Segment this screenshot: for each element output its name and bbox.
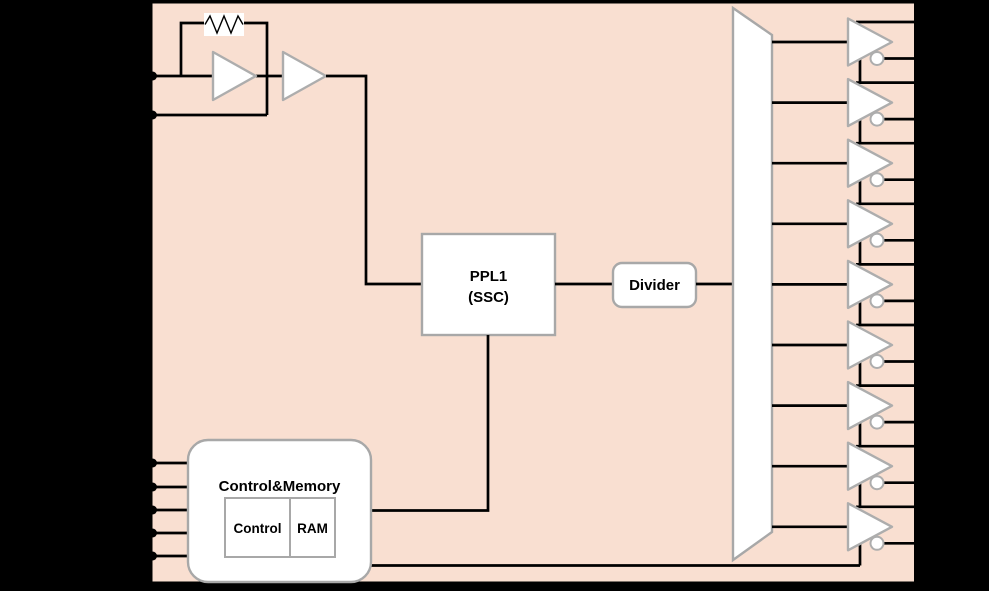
inverter-bubble-icon: [869, 475, 885, 491]
feedback-resistor-icon: [204, 14, 244, 35]
xin-pin-dot: [148, 71, 157, 81]
output-buffer-3: [772, 138, 918, 204]
buffer-triangle-icon: [846, 77, 894, 128]
oscillator-amp-icon: [211, 50, 258, 102]
inverter-bubble-icon: [869, 51, 885, 66]
buffer-triangle-icon: [846, 17, 894, 67]
divider-block: Divider: [611, 261, 698, 309]
buffer-triangle-icon: [846, 259, 894, 310]
pll-block: PPL1 (SSC): [420, 232, 557, 337]
buffer-triangle-icon: [846, 441, 894, 491]
inverter-bubble-icon: [869, 172, 885, 188]
inverter-bubble-icon: [869, 293, 885, 309]
output-buffer-6: [772, 320, 918, 386]
wire-pll-to-control: [371, 335, 490, 512]
buffer-triangle-icon: [846, 199, 894, 249]
buffer-triangle-icon: [846, 502, 894, 552]
output-buffer-4: [772, 199, 918, 265]
pll-label-line2: (SSC): [468, 289, 509, 306]
control-pin-dot: [148, 528, 157, 538]
control-pin-dot: [148, 458, 157, 468]
inverter-bubble-icon: [869, 535, 885, 551]
output-buffer-1: [772, 17, 918, 83]
crystal-oscillator: [148, 13, 328, 120]
output-buffer-9: [772, 502, 918, 566]
inverter-bubble-icon: [869, 354, 885, 369]
control-pin-dot: [148, 551, 157, 561]
clock-distribution-mux: [731, 5, 774, 563]
wire-osc-to-pll: [326, 74, 422, 286]
buffer-triangle-icon: [846, 320, 894, 370]
control-memory-title: Control&Memory: [219, 478, 341, 495]
inverter-bubble-icon: [869, 232, 885, 248]
feedback-resistor-box: [204, 13, 244, 36]
buffer-triangle-icon: [846, 138, 894, 188]
output-buffer-2: [772, 77, 918, 144]
output-buffer-8: [772, 441, 918, 507]
ram-box-label: RAM: [297, 521, 328, 536]
buffer-triangle-icon: [846, 380, 894, 431]
ram-box: [289, 497, 336, 558]
control-box-label: Control: [234, 521, 282, 536]
inverter-bubble-icon: [869, 414, 885, 430]
control-pin-dot: [148, 505, 157, 515]
inverter-bubble-icon: [869, 111, 885, 127]
xout-pin-dot: [148, 110, 157, 120]
oscillator-buffer-icon: [281, 50, 328, 102]
output-buffer-5: [772, 259, 918, 325]
control-box: [224, 497, 291, 558]
control-memory-block: Control&Memory Control RAM: [148, 438, 373, 584]
pll-label-line1: PPL1: [470, 268, 508, 285]
control-pin-dot: [148, 482, 157, 492]
divider-label: Divider: [629, 277, 680, 294]
output-buffer-7: [772, 380, 918, 447]
